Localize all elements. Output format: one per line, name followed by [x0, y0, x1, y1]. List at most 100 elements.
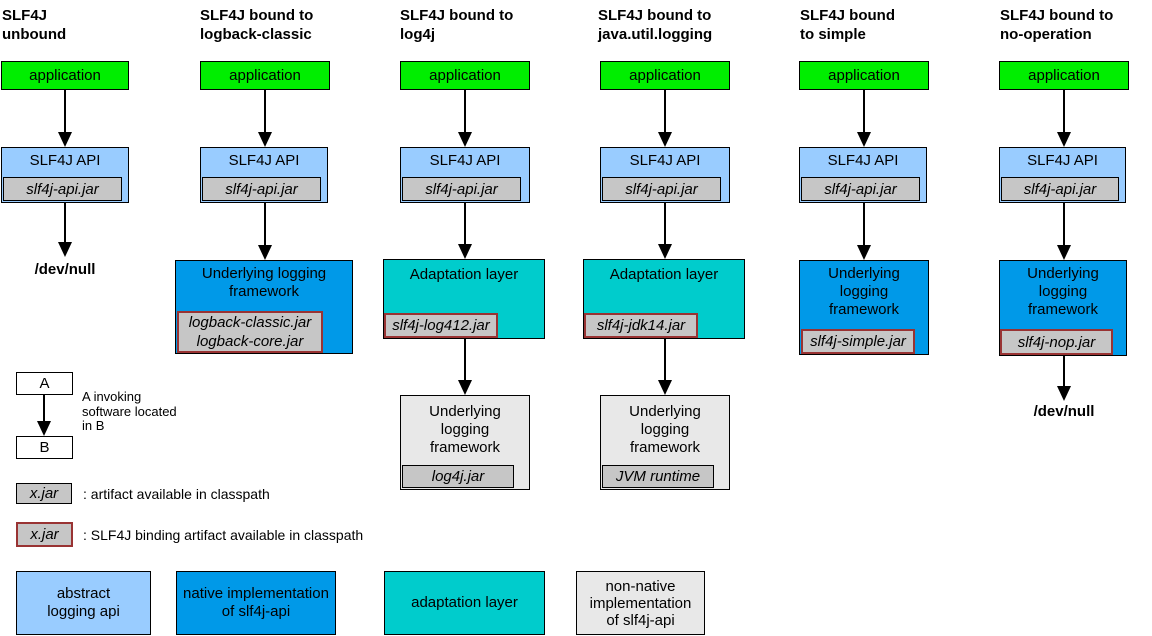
legend-abstract-api-box: abstract logging api — [16, 571, 151, 635]
legend-binding-jar: x.jar — [16, 522, 73, 547]
arrow-head-icon — [458, 132, 472, 147]
column-title-logback: SLF4J bound to logback-classic — [200, 7, 314, 43]
slf4j-api-label: SLF4J API — [1027, 152, 1098, 169]
arrow-head-icon — [58, 132, 72, 147]
arrow-shaft — [64, 203, 66, 242]
application-box: application — [600, 61, 730, 90]
arrow-shaft — [863, 203, 865, 245]
legend-b-box: B — [16, 436, 73, 459]
arrow-head-icon — [1057, 245, 1071, 260]
binding-jar: slf4j-log412.jar — [384, 313, 498, 338]
column-title-log4j: SLF4J bound to log4j — [400, 7, 514, 43]
slf4j-api-box: SLF4J API slf4j-api.jar — [999, 147, 1126, 203]
underlying-framework-label: Underlying logging framework — [1027, 265, 1099, 318]
arrow-down-icon — [658, 90, 672, 147]
arrow-down-icon — [1057, 356, 1071, 401]
arrow-head-icon — [658, 132, 672, 147]
arrow-down-icon — [58, 90, 72, 147]
arrow-down-icon — [458, 339, 472, 395]
legend-a-box: A — [16, 372, 73, 395]
underlying-framework-box: Underlying logging framework slf4j-simpl… — [799, 260, 929, 355]
arrow-head-icon — [37, 421, 51, 436]
arrow-head-icon — [1057, 386, 1071, 401]
adaptation-layer-label: Adaptation layer — [609, 266, 719, 283]
slf4j-api-label: SLF4J API — [29, 152, 101, 169]
arrow-down-icon — [37, 395, 51, 436]
binding-jar: slf4j-simple.jar — [801, 329, 915, 354]
arrow-shaft — [464, 90, 466, 132]
arrow-down-icon — [857, 90, 871, 147]
arrow-head-icon — [258, 245, 272, 260]
column-title-unbound: SLF4J unbound — [2, 7, 67, 43]
slf4j-api-box: SLF4J API slf4j-api.jar — [799, 147, 927, 203]
binding-jar: slf4j-nop.jar — [1000, 329, 1113, 355]
underlying-framework-label: Underlying logging framework — [629, 403, 701, 456]
arrow-shaft — [264, 90, 266, 132]
column-title-simple: SLF4J bound to simple — [800, 7, 895, 43]
arrow-down-icon — [658, 203, 672, 259]
arrow-down-icon — [857, 203, 871, 260]
arrow-shaft — [664, 339, 666, 380]
arrow-head-icon — [458, 244, 472, 259]
underlying-framework-box: Underlying logging framework slf4j-nop.j… — [999, 260, 1127, 356]
arrow-shaft — [1063, 203, 1065, 245]
application-box: application — [1, 61, 129, 90]
dev-null-label: /dev/null — [1033, 403, 1095, 420]
slf4j-api-jar: slf4j-api.jar — [1001, 177, 1119, 201]
arrow-head-icon — [857, 132, 871, 147]
arrow-down-icon — [1057, 203, 1071, 260]
underlying-framework-label: Underlying logging framework — [429, 403, 501, 456]
slf4j-api-label: SLF4J API — [827, 152, 899, 169]
arrow-shaft — [264, 203, 266, 245]
framework-jar: log4j.jar — [402, 465, 514, 488]
legend-binding-text: : SLF4J binding artifact available in cl… — [83, 527, 364, 543]
binding-jar: logback-classic.jar logback-core.jar — [177, 311, 323, 353]
slf4j-api-jar: slf4j-api.jar — [801, 177, 920, 201]
adaptation-layer-box: Adaptation layer slf4j-jdk14.jar — [583, 259, 745, 339]
adaptation-layer-label: Adaptation layer — [409, 266, 519, 283]
legend-native-impl-box: native implementation of slf4j-api — [176, 571, 336, 635]
arrow-shaft — [863, 90, 865, 132]
framework-jar: JVM runtime — [602, 465, 714, 488]
slf4j-api-jar: slf4j-api.jar — [602, 177, 721, 201]
slf4j-api-jar: slf4j-api.jar — [3, 177, 122, 201]
dev-null-label: /dev/null — [34, 261, 96, 278]
underlying-framework-box: Underlying logging framework logback-cla… — [175, 260, 353, 354]
column-title-nop: SLF4J bound to no-operation — [1000, 7, 1114, 43]
slf4j-api-box: SLF4J API slf4j-api.jar — [1, 147, 129, 203]
slf4j-api-box: SLF4J API slf4j-api.jar — [200, 147, 328, 203]
arrow-head-icon — [258, 132, 272, 147]
application-box: application — [200, 61, 330, 90]
underlying-framework-box: Underlying logging framework log4j.jar — [400, 395, 530, 490]
arrow-down-icon — [1057, 90, 1071, 147]
arrow-head-icon — [458, 380, 472, 395]
legend-invoke-text: A invoking software located in B — [82, 389, 177, 433]
underlying-framework-label: Underlying logging framework — [828, 265, 900, 318]
arrow-down-icon — [258, 203, 272, 260]
legend-adaptation-box: adaptation layer — [384, 571, 545, 635]
slf4j-api-label: SLF4J API — [429, 152, 501, 169]
arrow-down-icon — [258, 90, 272, 147]
binding-jar: slf4j-jdk14.jar — [584, 313, 698, 338]
application-box: application — [400, 61, 530, 90]
slf4j-api-jar: slf4j-api.jar — [402, 177, 521, 201]
arrow-down-icon — [458, 203, 472, 259]
arrow-head-icon — [857, 245, 871, 260]
legend-artifact-jar: x.jar — [16, 483, 72, 504]
arrow-shaft — [64, 90, 66, 132]
arrow-head-icon — [1057, 132, 1071, 147]
arrow-head-icon — [658, 244, 672, 259]
arrow-down-icon — [58, 203, 72, 257]
application-box: application — [999, 61, 1129, 90]
slf4j-api-jar: slf4j-api.jar — [202, 177, 321, 201]
legend-artifact-text: : artifact available in classpath — [83, 486, 270, 502]
arrow-head-icon — [658, 380, 672, 395]
slf4j-api-box: SLF4J API slf4j-api.jar — [600, 147, 730, 203]
slf4j-api-label: SLF4J API — [228, 152, 300, 169]
arrow-shaft — [43, 395, 45, 421]
arrow-shaft — [664, 90, 666, 132]
arrow-shaft — [464, 203, 466, 244]
slf4j-api-label: SLF4J API — [629, 152, 701, 169]
underlying-framework-box: Underlying logging framework JVM runtime — [600, 395, 730, 490]
